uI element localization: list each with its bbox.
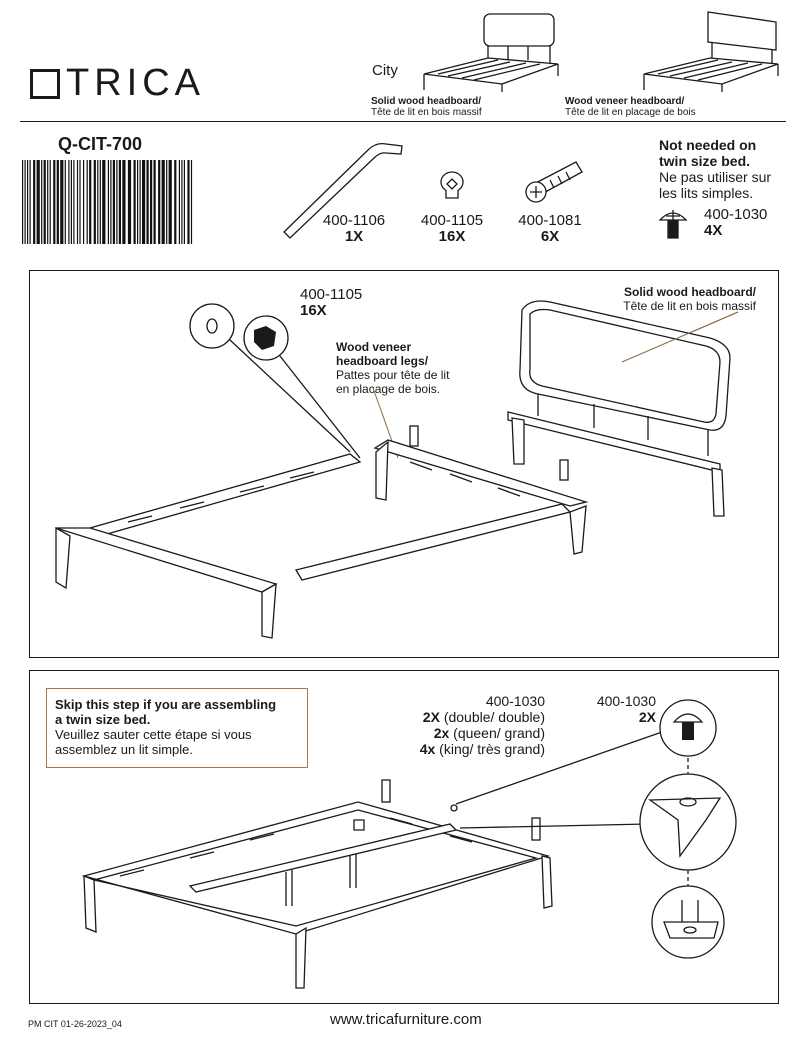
- twin-skip-warning: Skip this step if you are assembling a t…: [46, 688, 308, 768]
- barcode-bar: [183, 160, 185, 244]
- step2-quantity-list: 400-1030 2X (double/ double) 2x (queen/ …: [419, 693, 545, 757]
- barcode-bar: [89, 160, 92, 244]
- part-bolt-label: 400-1105 16X: [420, 212, 484, 245]
- barcode-bar: [133, 160, 136, 244]
- barcode-bar: [158, 160, 161, 244]
- barcode-bar: [43, 160, 46, 244]
- barcode-bar: [153, 160, 156, 244]
- barcode-bar: [47, 160, 49, 244]
- barcode-bar: [166, 160, 168, 244]
- barcode-bar: [174, 160, 177, 244]
- barcode-bar: [146, 160, 149, 244]
- solid-headboard-bed-illustration: [423, 13, 559, 92]
- website-url[interactable]: www.tricafurniture.com: [330, 1011, 482, 1028]
- barcode-bar: [181, 160, 183, 244]
- barcode-bar: [97, 160, 99, 244]
- step2-detail-callout: 400-1030 2X: [596, 693, 656, 725]
- logo-square-icon: [30, 69, 60, 99]
- header-divider: [20, 121, 786, 122]
- barcode-bar: [187, 160, 190, 244]
- barcode-bar: [190, 160, 193, 244]
- flat-head-bolt-icon: [440, 171, 464, 199]
- product-sku: Q-CIT-700: [58, 134, 143, 154]
- barcode-bar: [33, 160, 36, 244]
- barcode-bar: [41, 160, 43, 244]
- barcode-bar: [150, 160, 153, 244]
- step1-bolt-callout: 400-1105 16X: [300, 286, 363, 319]
- barcode-bar: [110, 160, 112, 244]
- barcode-bar: [122, 160, 126, 244]
- mushroom-bolt-icon: [658, 210, 688, 239]
- veneer-headboard-bed-illustration: [643, 11, 779, 92]
- barcode-bar: [102, 160, 106, 244]
- barcode-bar: [142, 160, 146, 244]
- barcode: [22, 160, 193, 244]
- barcode-bar: [112, 160, 115, 244]
- barcode-bar: [29, 160, 31, 244]
- barcode-bar: [86, 160, 88, 244]
- barcode-bar: [79, 160, 81, 244]
- barcode-bar: [76, 160, 79, 244]
- barcode-bar: [73, 160, 75, 244]
- part-allen-key-label: 400-1106 1X: [322, 212, 386, 245]
- barcode-bar: [60, 160, 64, 244]
- document-id: PM CIT 01-26-2023_04: [28, 1019, 122, 1029]
- barcode-bar: [70, 160, 72, 244]
- barcode-bar: [178, 160, 180, 244]
- part-mushroom-bolt-label: 400-1030 4X: [704, 206, 768, 239]
- barcode-bar: [137, 160, 139, 244]
- part-screw-label: 400-1081 6X: [518, 212, 582, 245]
- variant-veneer-caption: Wood veneer headboard/ Tête de lit en pl…: [565, 96, 696, 118]
- screw-icon: [525, 161, 583, 203]
- barcode-bar: [93, 160, 96, 244]
- barcode-bar: [83, 160, 85, 244]
- collection-name: City: [372, 62, 398, 79]
- step1-panel: [29, 270, 779, 658]
- barcode-bar: [24, 160, 26, 244]
- allen-key-icon: [283, 142, 403, 239]
- brand-logo: TRICA: [30, 62, 205, 105]
- step2-assembly-illustration: [81, 699, 737, 989]
- barcode-bar: [27, 160, 29, 244]
- barcode-bar: [53, 160, 56, 244]
- barcode-bar: [118, 160, 121, 244]
- barcode-bar: [56, 160, 59, 244]
- barcode-bar: [168, 160, 172, 244]
- barcode-bar: [127, 160, 132, 244]
- barcode-bar: [107, 160, 109, 244]
- barcode-bar: [161, 160, 165, 244]
- barcode-bar: [36, 160, 40, 244]
- barcode-bar: [68, 160, 70, 244]
- step2-panel: [29, 670, 779, 1004]
- barcode-bar: [22, 160, 24, 244]
- step1-assembly-illustration: [55, 300, 739, 639]
- twin-size-note: Not needed on twin size bed. Ne pas util…: [659, 137, 772, 201]
- step1-headboard-label: Solid wood headboard/ Tête de lit en boi…: [623, 285, 756, 313]
- barcode-bar: [139, 160, 141, 244]
- barcode-bar: [116, 160, 118, 244]
- barcode-bar: [49, 160, 51, 244]
- barcode-bar: [64, 160, 66, 244]
- step1-legs-label: Wood veneer headboard legs/ Pattes pour …: [336, 340, 450, 396]
- brand-name: TRICA: [66, 62, 205, 104]
- barcode-bar: [99, 160, 101, 244]
- variant-solid-caption: Solid wood headboard/ Tête de lit en boi…: [371, 96, 482, 118]
